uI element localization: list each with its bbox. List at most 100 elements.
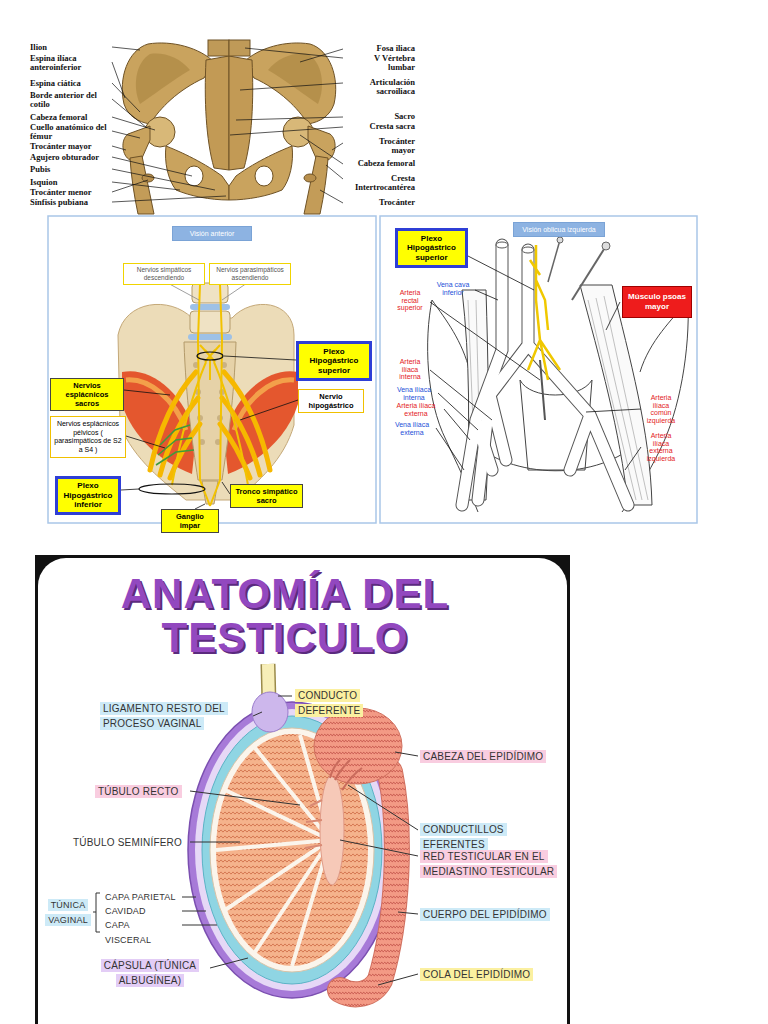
- bone-label: Trocánter: [365, 198, 415, 207]
- bone-label: Trocánter mayor: [370, 137, 415, 155]
- bone-label-text: Cresta Intertrocantérea: [355, 173, 415, 192]
- annotation-box: Nervios simpáticos descendiendo: [123, 263, 205, 285]
- bone-label-text: Articulación sacroiliaca: [370, 77, 415, 96]
- artery-label-text: Arteria rectal superior: [397, 289, 422, 311]
- bone-label: Sínfisis pubiana: [30, 198, 110, 207]
- artery-label: Arteria ilíaca interna: [392, 358, 428, 381]
- plexus-box: Plexo Hipogástrico superior: [395, 228, 468, 268]
- ganglion-box: Ganglio impar: [161, 509, 219, 533]
- testis-label: CAPA PARIETAL: [102, 890, 180, 905]
- bone-label-text: V Vértebra lumbar: [374, 53, 415, 72]
- sacral-illustration: [118, 283, 298, 506]
- nerve-box: Tronco simpático sacro: [230, 484, 303, 508]
- testis-label-text: CONDUCTO DEFERENTE: [295, 689, 363, 717]
- bone-label: Cresta Intertrocantérea: [345, 174, 415, 192]
- bone-label-text: Fosa iliaca: [377, 43, 415, 53]
- artery-label-text: Arteria ilíaca interna: [399, 358, 420, 380]
- testis-label: CUERPO DEL EPIDÍDIMO: [420, 907, 560, 922]
- bone-label: Isquion: [30, 178, 110, 187]
- bone-label-text: Cresta sacra: [370, 121, 415, 131]
- vessel-illustration: [428, 237, 689, 512]
- testis-label-text: CAVIDAD: [102, 905, 149, 917]
- bone-label-text: Trocánter mayor: [379, 136, 415, 155]
- testis-label: TÚNICA VAGINAL: [42, 898, 94, 928]
- bone-label-text: Sínfisis pubiana: [30, 197, 88, 207]
- bone-label-text: Isquion: [30, 177, 57, 187]
- testis-label-text: COLA DEL EPIDÍDIMO: [420, 968, 533, 981]
- nerve-box: Nervios esplácnicos sacros: [50, 378, 124, 411]
- bone-label: Espina ciática: [30, 79, 110, 88]
- bone-label-text: Espina ilíaca anteroinferior: [30, 53, 81, 72]
- testis-label: TÚBULO RECTO: [95, 784, 187, 799]
- testis-label-text: LIGAMENTO RESTO DEL PROCESO VAGINAL: [100, 702, 228, 730]
- testis-label-text: TÚNICA VAGINAL: [45, 899, 91, 926]
- bone-label: Borde anterior del cotilo: [30, 91, 110, 109]
- testis-label-text: CUERPO DEL EPIDÍDIMO: [420, 908, 550, 921]
- vein-label: Vena cava inferior: [433, 281, 473, 296]
- bone-label: V Vértebra lumbar: [365, 54, 415, 72]
- panel-frame: [48, 216, 376, 523]
- artery-label: Arteria rectal superior: [392, 289, 428, 312]
- bone-label-text: Cuello anatómico del fémur: [30, 122, 107, 141]
- testis-label: LIGAMENTO RESTO DEL PROCESO VAGINAL: [100, 701, 252, 731]
- bone-label-text: Ilion: [30, 42, 47, 52]
- testis-label: CÁPSULA (TÚNICA ALBUGÍNEA): [90, 958, 210, 988]
- bone-label-text: Trocánter menor: [30, 187, 92, 197]
- vein-label-text: Vena cava inferior: [437, 281, 470, 296]
- bone-label-text: Borde anterior del cotilo: [30, 90, 97, 109]
- card: [38, 558, 567, 1024]
- bone-label-text: Pubis: [30, 164, 50, 174]
- bone-label: Cresta sacra: [353, 122, 415, 131]
- artery-label: Arteria ilíaca externa: [390, 402, 442, 417]
- node-text: Nervios esplácnicos sacros: [54, 381, 120, 408]
- bone-label: Fosa iliaca: [353, 44, 415, 53]
- bone-label-text: Trocánter: [379, 197, 415, 207]
- node-text: Visión oblicua izquierda: [522, 225, 595, 234]
- testis-label: CAVIDAD: [102, 904, 180, 919]
- bone-label: Cabeza femoral: [347, 159, 415, 168]
- node-text: Visión anterior: [190, 229, 235, 238]
- node-text: Plexo Hipogástrico superior: [401, 234, 462, 263]
- bone-label: Agujero obturador: [30, 153, 110, 162]
- testis-label-text: CÁPSULA (TÚNICA ALBUGÍNEA): [101, 959, 199, 987]
- artery-label-text: Arteria ilíaca externa: [397, 402, 436, 417]
- bone-label-text: Sacro: [394, 111, 415, 121]
- testis-label-text: CONDUCTILLOS EFERENTES: [420, 823, 507, 851]
- leader-lines: [430, 256, 641, 470]
- testis-label-text: TÚBULO RECTO: [95, 785, 182, 798]
- muscle-box: Músculo psoas mayor: [622, 286, 692, 318]
- node-text: Plexo Hipogástrico inferior: [61, 481, 115, 510]
- bone-label: Cabeza femoral: [30, 113, 110, 122]
- bone-label: Sacro: [365, 112, 415, 121]
- pelvis-bone: [229, 40, 336, 214]
- nerve-box: Nervios esplácnicos pélvicos ( parasimpá…: [50, 416, 126, 458]
- testis-label: CONDUCTO DEFERENTE: [295, 688, 420, 718]
- bone-label-text: Cabeza femoral: [358, 158, 415, 168]
- node-text: Ganglio impar: [165, 512, 215, 530]
- vein-label: Vena ilíaca externa: [390, 421, 434, 436]
- node-text: Nervios simpáticos descendiendo: [127, 266, 201, 282]
- bone-label: Cuello anatómico del fémur: [30, 123, 110, 141]
- artery-label: Arteria ilíaca común izquierda: [643, 394, 679, 424]
- bone-label: Espina ilíaca anteroinferior: [30, 54, 110, 72]
- node-text: Nervios parasimpáticos ascendiendo: [213, 266, 287, 282]
- vein-label: Vena ilíaca interna: [392, 386, 436, 401]
- leader-lines: [112, 47, 343, 203]
- testis-label-text: TÚBULO SEMINÍFERO: [70, 836, 185, 849]
- diagram-title: ANATOMÍA DEL TESTICULO: [85, 572, 485, 660]
- artery-label: Arteria ilíaca externa izquierda: [643, 432, 679, 462]
- bone-label-text: Agujero obturador: [30, 152, 99, 162]
- bone-label-text: Cabeza femoral: [30, 112, 87, 122]
- vein-label-text: Vena ilíaca interna: [397, 386, 431, 401]
- testis-label: COLA DEL EPIDÍDIMO: [420, 967, 550, 982]
- bone-label: Ilion: [30, 43, 110, 52]
- leader-lines: [121, 281, 298, 509]
- pelvis-bone: [122, 40, 229, 214]
- testis-label: CONDUCTILLOS EFERENTES: [420, 822, 512, 852]
- bone-label-text: Trocánter mayor: [30, 141, 92, 151]
- artery-label-text: Arteria ilíaca externa izquierda: [647, 432, 675, 462]
- testis-label-text: CABEZA DEL EPIDÍDIMO: [420, 750, 546, 763]
- view-header: Visión anterior: [172, 226, 252, 241]
- bone-label: Trocánter mayor: [30, 142, 110, 151]
- bone-label: Trocánter menor: [30, 188, 110, 197]
